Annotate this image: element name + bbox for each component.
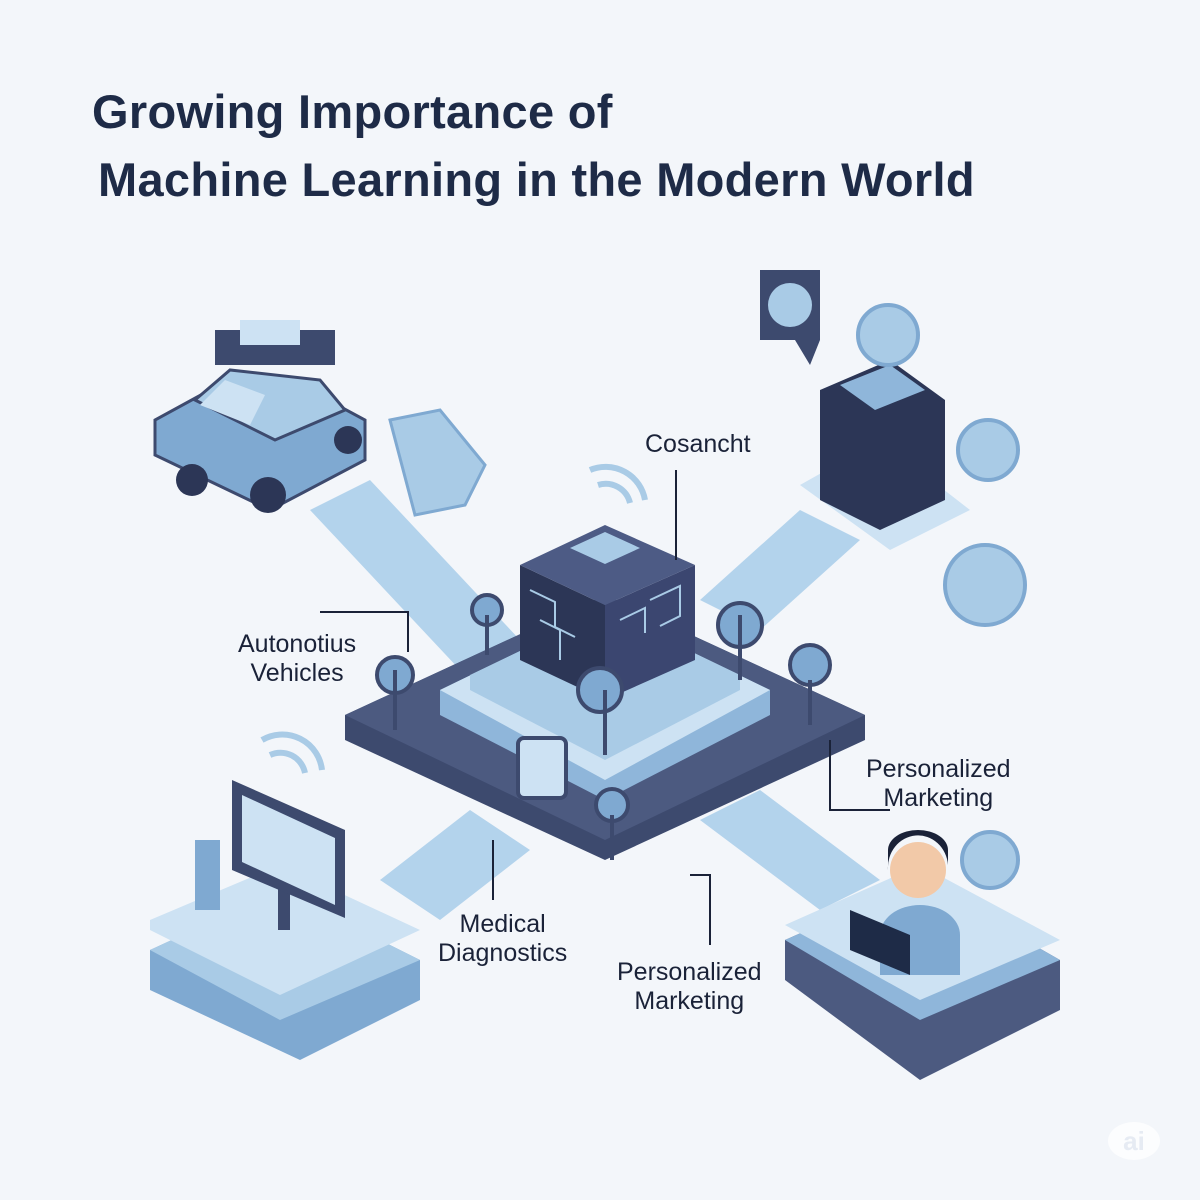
label-line: Autonotius: [238, 630, 357, 658]
label-personalized-marketing-right: Personalized Marketing: [866, 755, 1011, 813]
data-server: [388, 270, 1027, 627]
label-line: Marketing: [883, 784, 994, 812]
page-title: Growing Importance of Machine Learning i…: [92, 78, 975, 214]
platform-trees: [375, 593, 832, 860]
label-line: Medical: [459, 910, 546, 938]
medical-station: [150, 731, 420, 1060]
leader-lines: [320, 470, 890, 945]
connector-roads: [310, 480, 880, 920]
label-line: Vehicles: [250, 659, 344, 687]
title-line-2: Machine Learning in the Modern World: [98, 153, 975, 206]
label-line: Diagnostics: [438, 939, 568, 967]
label-line: Personalized: [866, 755, 1011, 783]
ml-chip-cube: [520, 463, 695, 700]
label-core: Cosancht: [645, 430, 751, 458]
label-line: Personalized: [617, 958, 762, 986]
marketing-station: [785, 830, 1060, 1080]
label-line: Marketing: [634, 987, 745, 1015]
ai-watermark: ai: [1108, 1122, 1160, 1160]
label-medical-diagnostics: Medical Diagnostics: [438, 910, 567, 968]
label-autonomous-vehicles: Autonotius Vehicles: [238, 630, 356, 688]
autonomous-car: [153, 320, 367, 513]
title-line-1: Growing Importance of: [92, 85, 613, 138]
label-personalized-marketing-bottom: Personalized Marketing: [617, 958, 762, 1016]
